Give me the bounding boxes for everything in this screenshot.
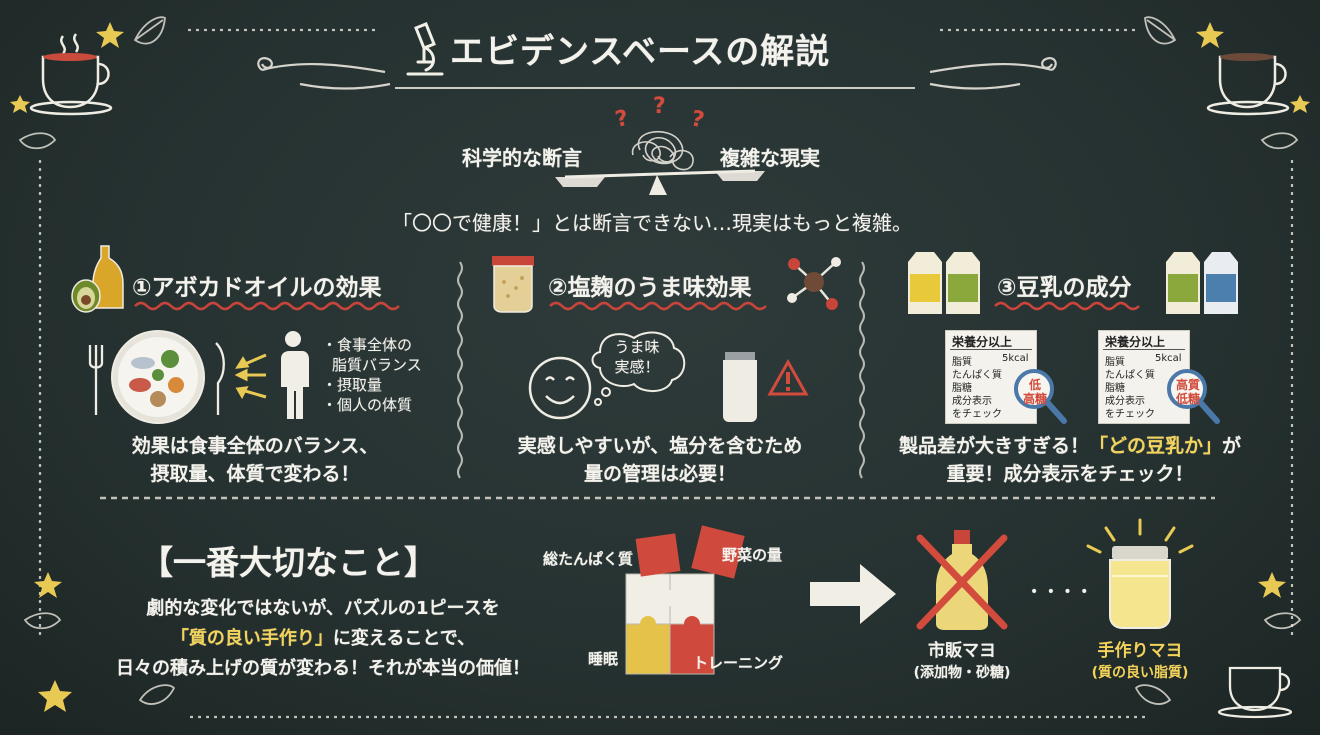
page-title: エビデンスベースの解説 <box>450 32 831 72</box>
badge-a-line2: 高糖 <box>1022 392 1047 406</box>
factor-3: ・個人の体質 <box>322 396 413 414</box>
store-mayo-label: 市販マヨ <box>928 641 996 661</box>
section2-title: ②塩麹のうま味効果 <box>548 275 752 301</box>
transition-dots: • • • • <box>1030 584 1091 600</box>
avocado-oil-icon <box>71 245 124 313</box>
badge-b-line2: 低糖 <box>1175 392 1200 406</box>
section3-conclusion-1: 製品差が大きすぎる！「どの豆乳か」が <box>898 435 1242 457</box>
homemade-mayo-jar-icon <box>1086 518 1194 629</box>
puzzle-label-sleep: 睡眠 <box>588 650 619 668</box>
store-mayo-crossed-icon <box>916 530 1008 630</box>
scale-caption: 「〇〇で健康！」とは断言できない…現実はもっと複雑。 <box>392 211 912 235</box>
home-mayo-sub: (質の良い脂質) <box>1091 665 1189 681</box>
molecule-icon <box>787 257 841 310</box>
badge-a-line1: 低 <box>1028 378 1041 392</box>
bottom-heading: 【一番大切なこと】 <box>140 543 437 582</box>
store-mayo-sub: (添加物・砂糖) <box>913 665 1011 681</box>
home-mayo-label: 手作りマヨ <box>1097 641 1183 661</box>
badge-b-line1: 高質 <box>1175 378 1200 392</box>
bottom-line-2: 「質の良い手作り」に変えることで、 <box>170 628 476 649</box>
magnifier-icon-b <box>1167 369 1220 424</box>
right-arrow-icon <box>810 564 896 624</box>
scale-right-label: 複雑な現実 <box>720 146 820 170</box>
bubble-line-1: うま味 <box>614 338 660 356</box>
coffee-cup-icon <box>29 33 113 116</box>
section1-conclusion-2: 摂取量、体質で変わる！ <box>150 463 360 485</box>
magnifier-icon-a <box>1014 369 1067 424</box>
section2-conclusion-1: 実感しやすいが、塩分を含むため <box>517 435 803 457</box>
microscope-icon <box>406 22 444 76</box>
puzzle-pieces-icon <box>625 525 745 675</box>
puzzle-label-protein: 総たんぱく質 <box>543 550 634 568</box>
coffee-cup-icon-right <box>1206 53 1290 116</box>
factor-1: ・食事全体の <box>322 336 413 354</box>
umami-feel-illustration <box>528 331 809 422</box>
factor-1b: 脂質バランス <box>332 356 422 374</box>
svg-text:?: ? <box>613 106 631 133</box>
soy-milk-cartons-icon <box>908 252 980 314</box>
section2-conclusion-2: 量の管理は必要！ <box>583 463 736 485</box>
section1-title: ①アボカドオイルの効果 <box>132 275 382 301</box>
puzzle-label-training: トレーニング <box>693 654 784 672</box>
shio-koji-jar-icon <box>492 256 534 313</box>
scale-left-label: 科学的な断言 <box>462 146 582 170</box>
factor-2: ・摂取量 <box>322 376 383 394</box>
svg-text:?: ? <box>689 106 707 133</box>
puzzle-label-vegetables: 野菜の量 <box>722 546 783 564</box>
svg-text:?: ? <box>653 94 666 119</box>
balance-scale-icon: ? ? ? <box>555 94 765 195</box>
bottom-line-1: 劇的な変化ではないが、パズルの1ピースを <box>146 598 500 619</box>
soy-milk-cartons-icon-2 <box>1166 252 1238 314</box>
section3-conclusion-2: 重要！成分表示をチェック！ <box>946 463 1194 485</box>
coffee-cup-icon-bottom <box>1217 666 1293 719</box>
section1-conclusion-1: 効果は食事全体のバランス、 <box>131 435 379 457</box>
balanced-plate-icon <box>88 330 309 424</box>
bottom-line-3: 日々の積み上げの質が変わる！それが本当の価値！ <box>116 658 530 679</box>
section3-title: ③豆乳の成分 <box>997 275 1132 301</box>
bubble-line-2: 実感！ <box>614 358 660 376</box>
